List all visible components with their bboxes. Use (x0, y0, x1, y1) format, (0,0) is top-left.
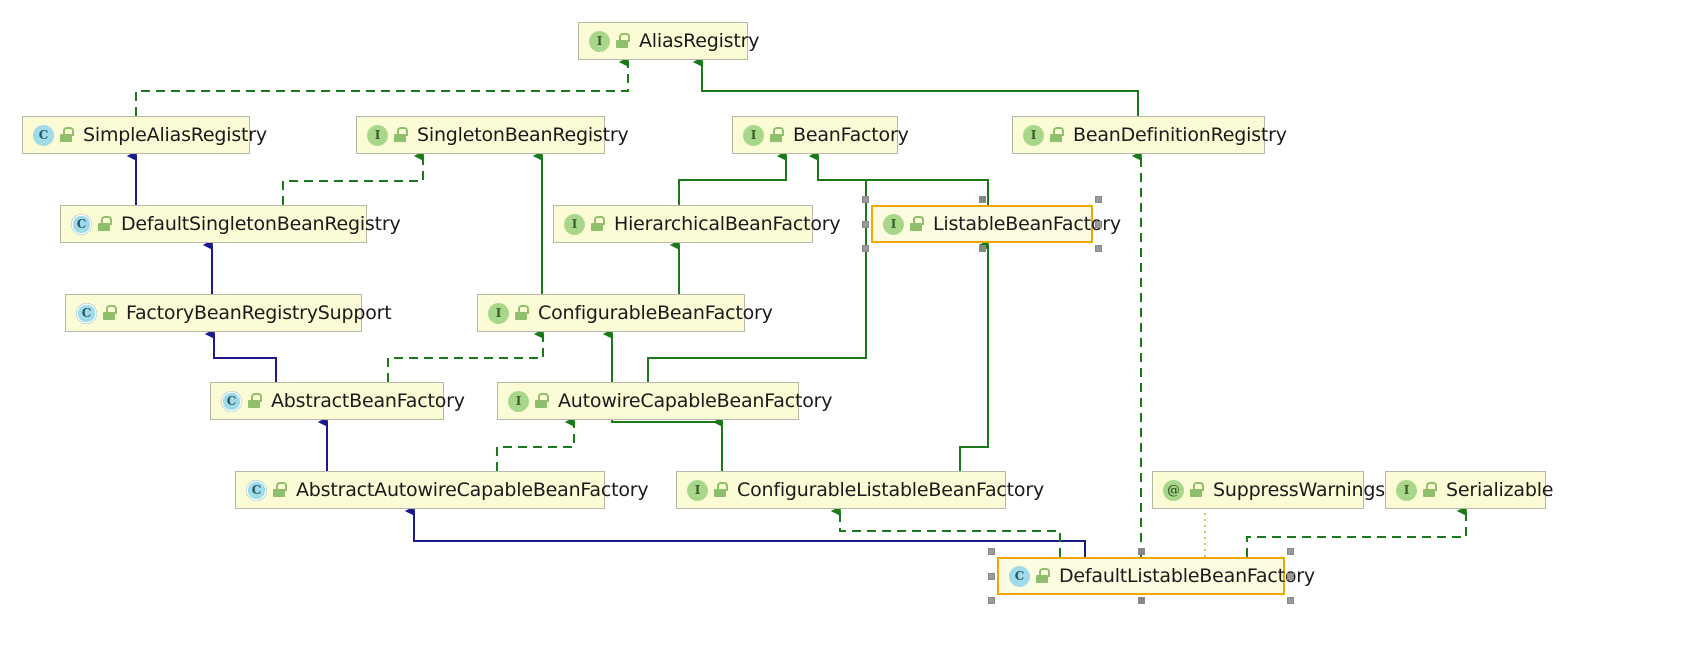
class-node-Serializable[interactable]: I Serializable (1385, 471, 1553, 509)
interface-icon: I (508, 390, 529, 412)
class-node-label: BeanFactory (793, 123, 909, 146)
unlock-icon (590, 216, 605, 232)
edge-abstractbeanfactory-to-factorybeanregistrysupport (204, 329, 277, 382)
class-node-label: ConfigurableBeanFactory (538, 301, 773, 324)
selection-handle[interactable] (1095, 221, 1102, 228)
class-node-BeanFactory[interactable]: I BeanFactory (732, 116, 909, 154)
class-node-label: BeanDefinitionRegistry (1073, 123, 1287, 146)
class-node-AutowireCapableBeanFactory[interactable]: I AutowireCapableBeanFactory (497, 382, 832, 420)
class-node-label: ConfigurableListableBeanFactory (737, 478, 1044, 501)
interface-icon: I (589, 30, 610, 52)
class-node-AbstractAutowireCapableBeanFactory[interactable]: C AbstractAutowireCapableBeanFactory (235, 471, 649, 509)
class-node-label: AbstractBeanFactory (271, 389, 465, 412)
class-node-BeanDefinitionRegistry[interactable]: I BeanDefinitionRegistry (1012, 116, 1287, 154)
unlock-icon (769, 127, 784, 143)
unlock-icon (1189, 482, 1204, 498)
class-node-label: SingletonBeanRegistry (417, 123, 629, 146)
class-node-label: AutowireCapableBeanFactory (558, 389, 833, 412)
edge-hierarchicalbeanfactory-to-beanfactory (678, 151, 787, 205)
selection-handle[interactable] (988, 597, 995, 604)
class-node-SingletonBeanRegistry[interactable]: I SingletonBeanRegistry (356, 116, 629, 154)
edge-abstractbeanfactory-to-configurablebeanfactory (387, 329, 544, 382)
selection-handle[interactable] (1287, 548, 1294, 555)
class-node-label: SimpleAliasRegistry (83, 123, 267, 146)
unlock-icon (247, 393, 262, 409)
selection-handle[interactable] (988, 573, 995, 580)
interface-icon: I (1023, 124, 1044, 146)
class-node-HierarchicalBeanFactory[interactable]: I HierarchicalBeanFactory (553, 205, 841, 243)
abstract-class-icon: C (71, 213, 92, 235)
selection-handle[interactable] (1287, 597, 1294, 604)
interface-icon: I (564, 213, 585, 235)
unlock-icon (514, 305, 529, 321)
interface-icon: I (367, 124, 388, 146)
unlock-icon (909, 216, 924, 232)
class-node-label: SuppressWarnings (1213, 478, 1385, 501)
interface-icon: I (743, 124, 764, 146)
class-node-AbstractBeanFactory[interactable]: C AbstractBeanFactory (210, 382, 465, 420)
class-node-label: Serializable (1446, 478, 1554, 501)
class-node-ConfigurableListableBeanFactory[interactable]: I ConfigurableListableBeanFactory (676, 471, 1044, 509)
selection-handle[interactable] (1095, 196, 1102, 203)
unlock-icon (713, 482, 728, 498)
unlock-icon (615, 33, 630, 49)
edge-defaultlistablebeanfactory-to-configurablelistablebeanfactory (830, 506, 1061, 557)
unlock-icon (1035, 568, 1050, 584)
edge-defaultlistablebeanfactory-to-abstractautowirecapablebeanfactory (404, 506, 1086, 557)
selection-handle[interactable] (979, 245, 986, 252)
edge-beandefinitionregistry-to-aliasregistry (692, 57, 1139, 116)
unlock-icon (102, 305, 117, 321)
unlock-icon (97, 216, 112, 232)
edge-configurablelistablebeanfactory-to-listablebeanfactory (959, 240, 989, 471)
edge-listablebeanfactory-to-beanfactory (808, 151, 989, 205)
class-node-label: ListableBeanFactory (933, 212, 1121, 235)
class-node-label: FactoryBeanRegistrySupport (126, 301, 392, 324)
class-node-ConfigurableBeanFactory[interactable]: I ConfigurableBeanFactory (477, 294, 773, 332)
unlock-icon (59, 127, 74, 143)
edge-defaultlistablebeanfactory-to-serializable (1246, 506, 1467, 557)
class-node-label: AbstractAutowireCapableBeanFactory (296, 478, 649, 501)
class-node-label: DefaultListableBeanFactory (1059, 564, 1315, 587)
class-node-DefaultListableBeanFactory[interactable]: C DefaultListableBeanFactory (997, 557, 1315, 595)
selection-handle[interactable] (862, 196, 869, 203)
selection-handle[interactable] (1138, 548, 1145, 555)
class-node-label: HierarchicalBeanFactory (614, 212, 841, 235)
interface-icon: I (1396, 479, 1417, 501)
abstract-class-icon: C (246, 479, 267, 501)
selection-handle[interactable] (979, 196, 986, 203)
class-icon: C (1009, 565, 1030, 587)
unlock-icon (393, 127, 408, 143)
class-node-ListableBeanFactory[interactable]: I ListableBeanFactory (871, 205, 1121, 243)
selection-handle[interactable] (1287, 573, 1294, 580)
class-node-label: AliasRegistry (639, 29, 760, 52)
unlock-icon (1049, 127, 1064, 143)
class-node-DefaultSingletonBeanRegistry[interactable]: C DefaultSingletonBeanRegistry (60, 205, 401, 243)
unlock-icon (534, 393, 549, 409)
interface-icon: I (883, 213, 904, 235)
abstract-class-icon: C (76, 302, 97, 324)
unlock-icon (1422, 482, 1437, 498)
interface-icon: I (687, 479, 708, 501)
class-node-label: DefaultSingletonBeanRegistry (121, 212, 401, 235)
edge-defaultsingletonbeanregistry-to-singletonbeanregistry (282, 151, 424, 205)
class-node-SimpleAliasRegistry[interactable]: C SimpleAliasRegistry (22, 116, 267, 154)
selection-handle[interactable] (988, 548, 995, 555)
annotation-icon: @ (1163, 479, 1184, 501)
selection-handle[interactable] (862, 221, 869, 228)
class-node-FactoryBeanRegistrySupport[interactable]: C FactoryBeanRegistrySupport (65, 294, 392, 332)
selection-handle[interactable] (862, 245, 869, 252)
edge-simplealiasregistry-to-aliasregistry (135, 57, 629, 116)
class-icon: C (33, 124, 54, 146)
selection-handle[interactable] (1095, 245, 1102, 252)
class-node-AliasRegistry[interactable]: I AliasRegistry (578, 22, 759, 60)
class-node-SuppressWarnings[interactable]: @ SuppressWarnings (1152, 471, 1385, 509)
edge-abstractautowirecapablebeanfactory-to-autowirecapablebeanfactory (496, 417, 575, 471)
unlock-icon (272, 482, 287, 498)
abstract-class-icon: C (221, 390, 242, 412)
selection-handle[interactable] (1138, 597, 1145, 604)
interface-icon: I (488, 302, 509, 324)
